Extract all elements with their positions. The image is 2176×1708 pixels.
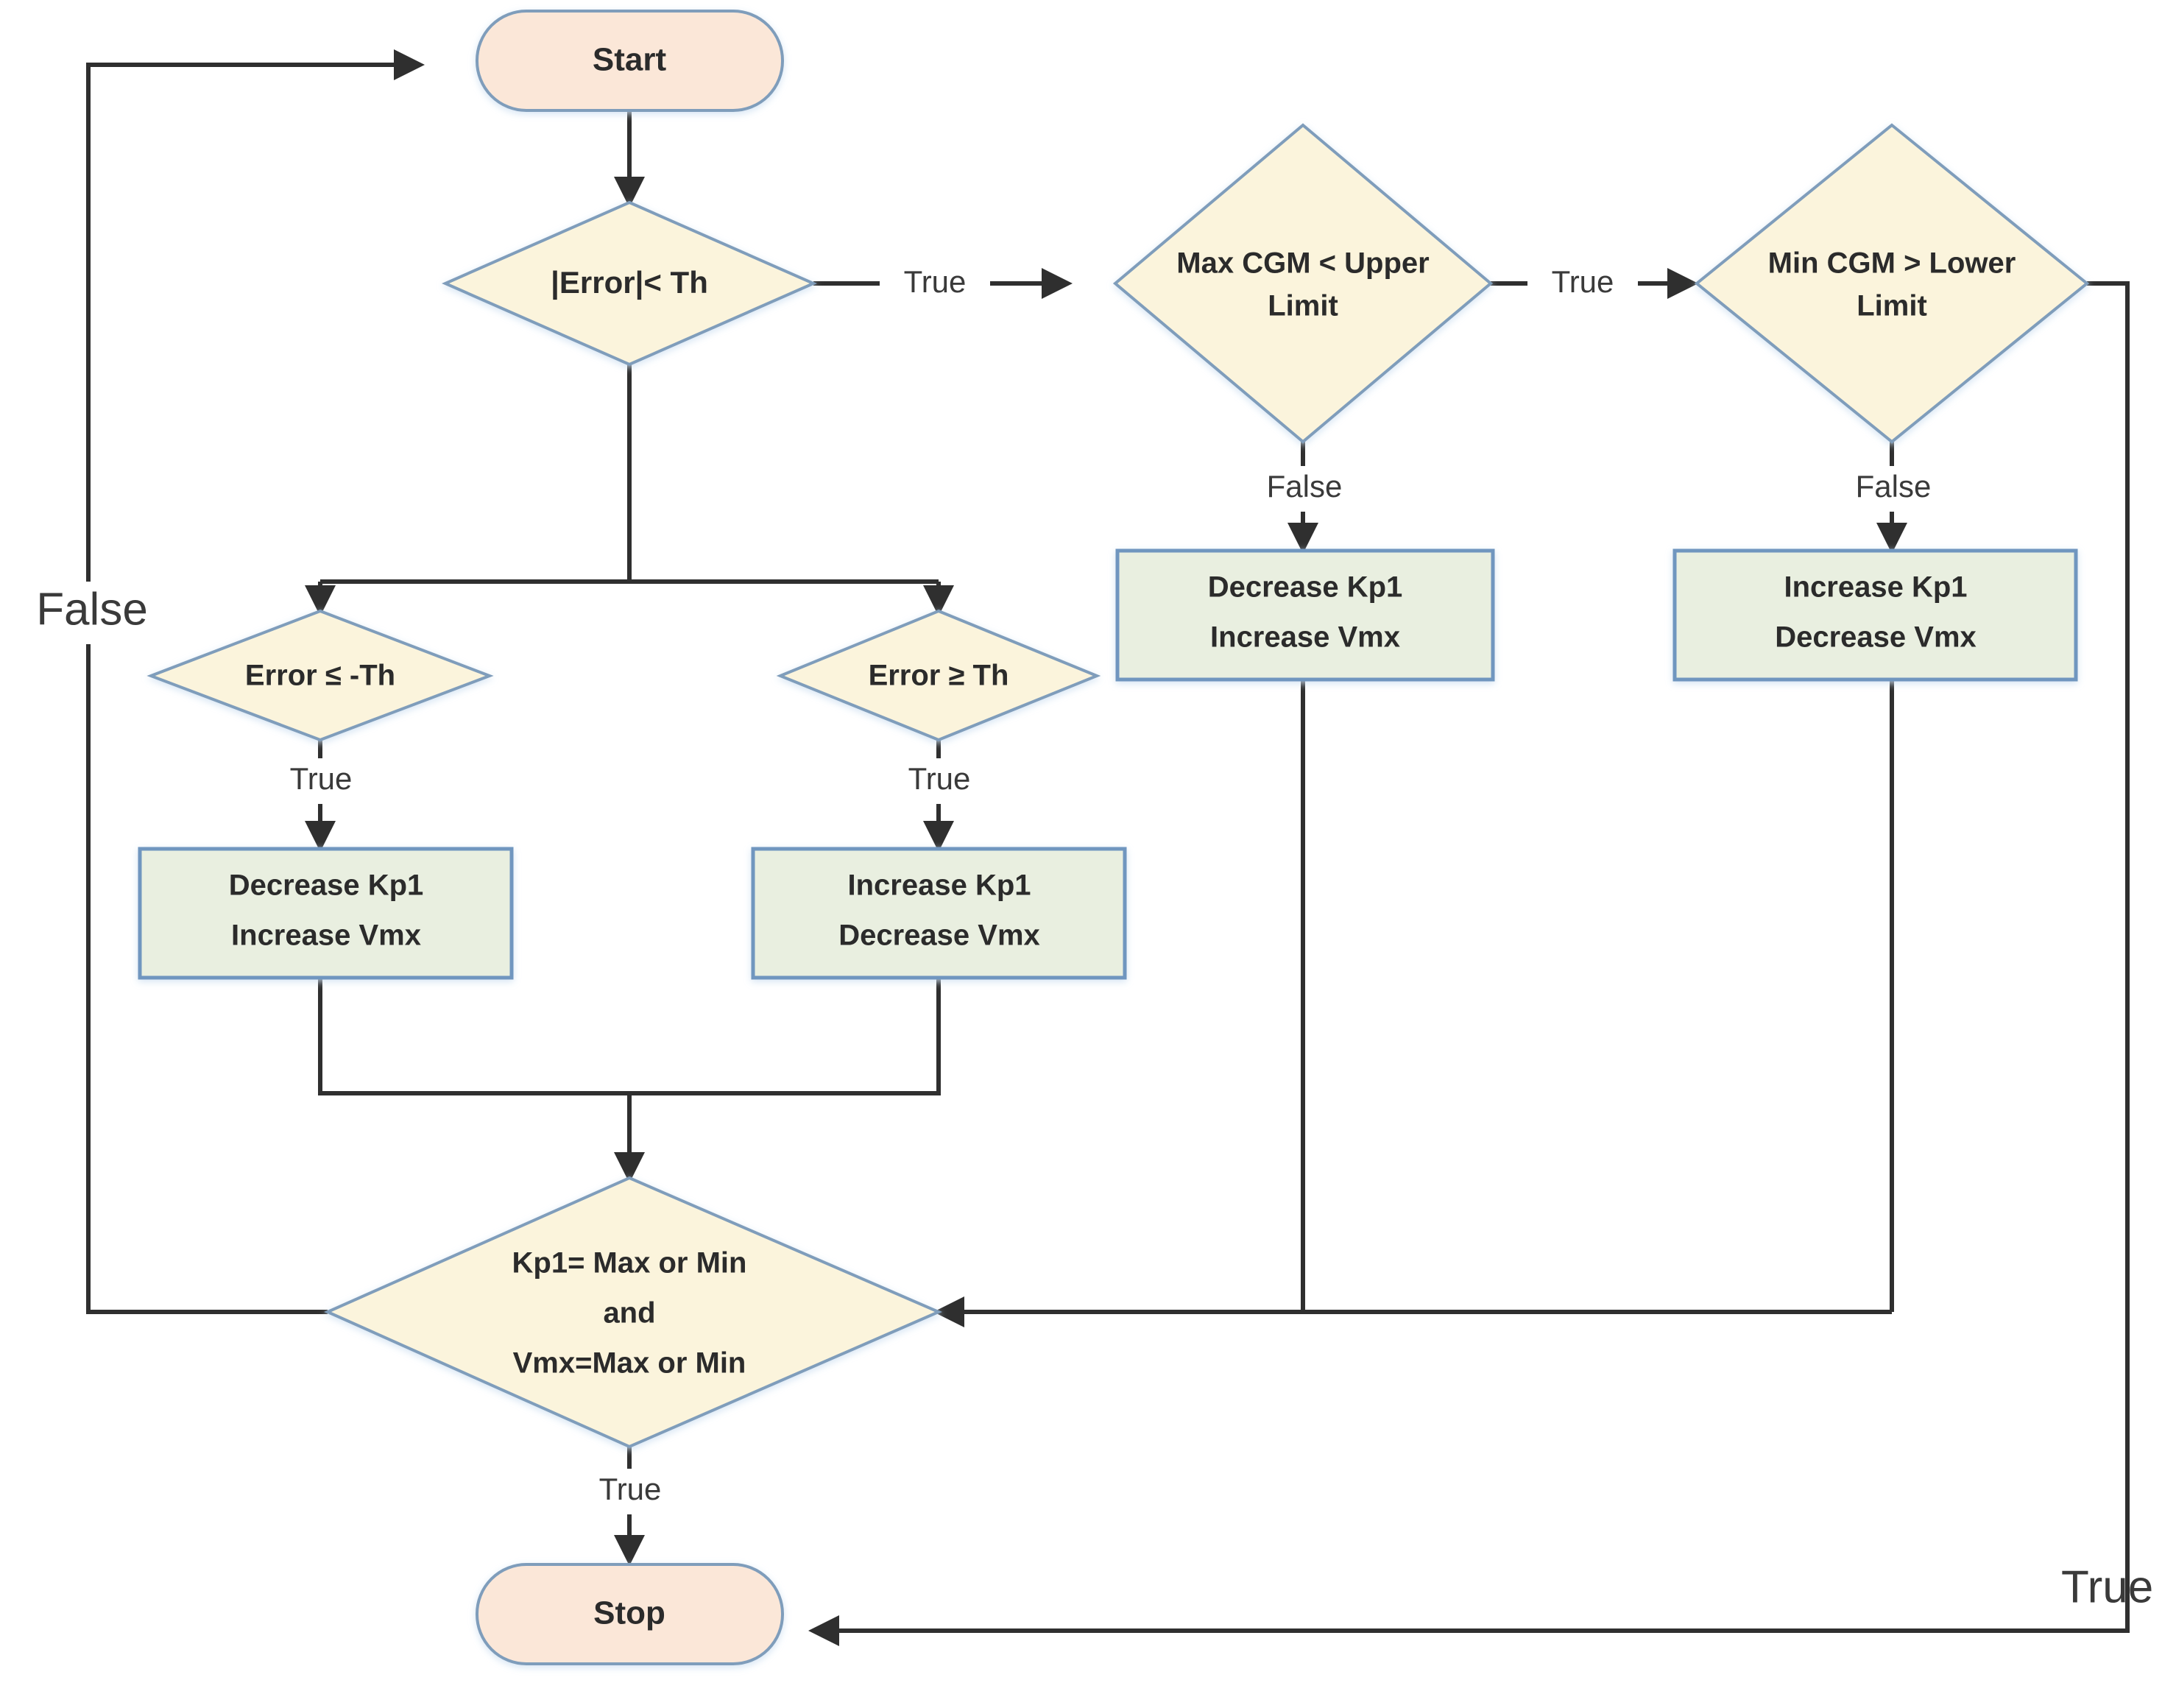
label-text-limits-false: False [36,584,148,635]
node-error-abs: |Error|< Th [442,200,817,367]
proc-mincgm-shape [1672,548,2078,682]
edge-label-limits-false: False [21,582,168,644]
proc-errge-line2: Decrease Vmx [838,920,1040,952]
max-cgm-label-line2: Limit [1268,290,1338,322]
edge-lower-procs-merge [318,979,941,1095]
edge-label-max-cgm-true: True [1527,261,1638,307]
limits-check-line1: Kp1= Max or Min [512,1247,747,1280]
node-start: Start [476,10,784,112]
stop-label: Stop [593,1595,665,1631]
min-cgm-shape [1694,123,2090,444]
start-label: Start [593,42,667,78]
error-abs-shape [442,200,817,367]
limits-check-line2: and [603,1297,655,1330]
proc-mincgm-line1: Increase Kp1 [1784,571,1967,604]
proc-errle-line2: Increase Vmx [231,920,421,952]
proc-mincgm-line2: Decrease Vmx [1775,621,1977,654]
max-cgm-label-line1: Max CGM < Upper [1176,247,1429,280]
edge-label-limits-true: True [571,1469,688,1514]
label-text-error-abs-true: True [904,264,967,299]
node-proc-errge: Increase Kp1 Decrease Vmx [751,847,1127,980]
max-cgm-shape [1112,123,1494,444]
limits-check-shape [324,1176,943,1449]
min-cgm-label-line1: Min CGM > Lower [1768,247,2016,280]
proc-errge-line1: Increase Kp1 [847,869,1031,902]
edge-label-max-cgm-false: False [1244,466,1366,512]
node-max-cgm: Max CGM < Upper Limit [1112,123,1494,444]
edge-label-error-ge-true: True [880,758,997,804]
error-ge-label: Error ≥ Th [869,660,1009,692]
label-text-limits-true: True [599,1472,662,1506]
label-text-error-le-true: True [290,761,353,796]
proc-errle-shape [138,847,514,980]
edge-label-error-abs-true: True [880,261,990,307]
min-cgm-label-line2: Limit [1857,290,1927,322]
start-shape [476,10,784,112]
error-ge-shape [776,609,1101,742]
node-error-le: Error ≤ -Th [146,609,494,742]
proc-errle-line1: Decrease Kp1 [229,869,424,902]
proc-errge-shape [751,847,1127,980]
edge-limits-false-to-start [86,49,425,1314]
node-stop: Stop [476,1563,784,1665]
edge-label-error-le-true: True [261,758,379,804]
error-abs-label: |Error|< Th [551,265,708,300]
proc-maxcgm-line2: Increase Vmx [1210,621,1400,654]
node-proc-errle: Decrease Kp1 Increase Vmx [138,847,514,980]
node-proc-maxcgm: Decrease Kp1 Increase Vmx [1115,548,1495,682]
node-proc-mincgm: Increase Kp1 Decrease Vmx [1672,548,2078,682]
edge-label-min-cgm-true: True [2061,1561,2153,1612]
edge-label-min-cgm-false: False [1833,466,1954,512]
edge-min-cgm-true-to-stop [808,281,2130,1646]
proc-maxcgm-shape [1115,548,1495,682]
error-le-shape [146,609,494,742]
stop-shape [476,1563,784,1665]
label-text-max-cgm-false: False [1267,469,1343,504]
label-text-max-cgm-true: True [1552,264,1614,299]
label-text-min-cgm-true: True [2061,1561,2153,1612]
limits-check-line3: Vmx=Max or Min [513,1347,746,1380]
label-text-min-cgm-false: False [1856,469,1932,504]
label-text-error-ge-true: True [908,761,971,796]
node-limits-check: Kp1= Max or Min and Vmx=Max or Min [324,1176,943,1449]
node-error-ge: Error ≥ Th [776,609,1101,742]
node-min-cgm: Min CGM > Lower Limit [1694,123,2090,444]
proc-maxcgm-line1: Decrease Kp1 [1208,571,1403,604]
error-le-label: Error ≤ -Th [245,660,395,692]
